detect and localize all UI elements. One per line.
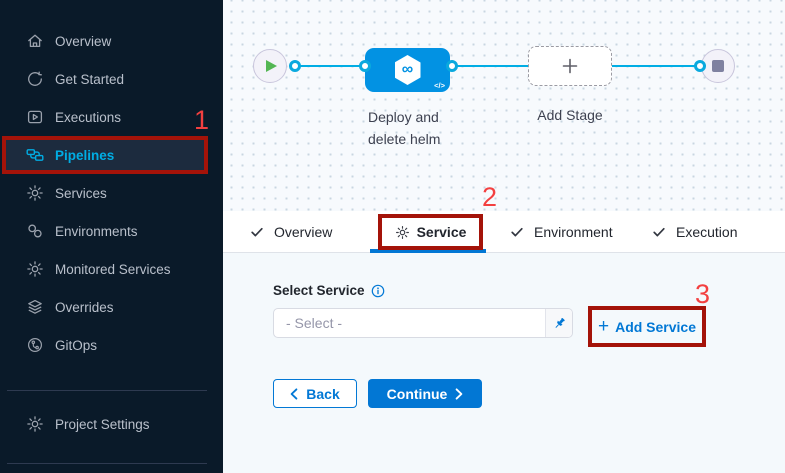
- monitored-services-icon: [27, 261, 43, 277]
- connector-line: [452, 64, 528, 68]
- sidebar-item-label: Monitored Services: [55, 261, 171, 277]
- play-icon: [266, 60, 277, 72]
- pipelines-icon: [26, 149, 44, 161]
- sidebar-divider: [7, 463, 207, 464]
- sidebar-item-label: Executions: [55, 109, 122, 125]
- tab-environment[interactable]: Environment: [510, 211, 613, 252]
- sidebar-item-pipelines[interactable]: Pipelines: [2, 136, 208, 174]
- get-started-icon: [28, 71, 42, 86]
- annotation-step-3: 3: [695, 279, 711, 309]
- sidebar-divider: [7, 390, 207, 391]
- sidebar-item-get-started[interactable]: Get Started: [0, 60, 223, 98]
- tab-label: Environment: [534, 223, 613, 240]
- continue-label: Continue: [386, 385, 448, 402]
- continue-button[interactable]: Continue: [368, 379, 482, 408]
- tab-overview[interactable]: Overview: [250, 211, 332, 252]
- check-icon: [653, 227, 665, 236]
- stage-node-deploy[interactable]: ∞ </>: [365, 48, 450, 92]
- connector-line: [612, 64, 700, 68]
- sidebar-item-overview[interactable]: Overview: [0, 22, 223, 60]
- back-button[interactable]: Back: [273, 379, 357, 408]
- gitops-icon: [27, 337, 43, 353]
- select-service-placeholder: - Select -: [286, 315, 343, 331]
- plus-icon: +: [597, 316, 610, 337]
- tab-label: Service: [416, 224, 467, 240]
- service-form-panel: Select Service - Select - + Add Service …: [223, 253, 785, 473]
- sidebar-item-monitored-services[interactable]: Monitored Services: [0, 250, 223, 288]
- sidebar-item-label: Pipelines: [55, 147, 115, 163]
- gear-icon: [27, 416, 43, 432]
- connector-dot: [694, 60, 706, 72]
- add-stage-label: Add Stage: [537, 107, 603, 123]
- stage-config-tabbar: Overview Service Environment Execution: [223, 211, 785, 253]
- add-service-label: Add Service: [615, 318, 697, 335]
- pipeline-canvas[interactable]: ∞ </> Deploy and delete helm Add Stage 2: [223, 0, 785, 211]
- helm-stage-icon: ∞: [394, 55, 421, 85]
- sidebar: Overview Get Started Executions Pipeline…: [0, 0, 223, 473]
- add-service-button[interactable]: + Add Service: [588, 306, 706, 347]
- pin-icon: [555, 317, 565, 328]
- sidebar-item-project-settings[interactable]: Project Settings: [0, 405, 223, 443]
- sidebar-item-label: Get Started: [55, 71, 125, 87]
- connector-line: [295, 64, 365, 68]
- sidebar-item-overrides[interactable]: Overrides: [0, 288, 223, 326]
- tab-service[interactable]: Service: [378, 214, 483, 250]
- infinity-glyph: ∞: [401, 61, 414, 78]
- select-service-label: Select Service: [273, 283, 365, 298]
- connector-dot: [359, 60, 371, 72]
- sidebar-item-label: Overrides: [55, 299, 114, 315]
- pipeline-start-node[interactable]: [253, 49, 287, 83]
- gear-icon: [395, 225, 409, 239]
- code-icon: </>: [434, 81, 445, 90]
- sidebar-nav: Overview Get Started Executions Pipeline…: [0, 22, 223, 364]
- tab-execution[interactable]: Execution: [652, 211, 737, 252]
- sidebar-item-environments[interactable]: Environments: [0, 212, 223, 250]
- pipeline-end-node[interactable]: [701, 49, 735, 83]
- sidebar-item-label: Services: [55, 185, 107, 201]
- sidebar-item-services[interactable]: Services: [0, 174, 223, 212]
- sidebar-item-label: Overview: [55, 33, 112, 49]
- tab-label: Overview: [274, 223, 333, 240]
- stage-name-line1: Deploy and: [368, 109, 439, 125]
- stage-name-label: Deploy and delete helm: [368, 106, 488, 150]
- stop-icon: [712, 60, 724, 72]
- layers-icon: [28, 299, 42, 314]
- annotation-step-2: 2: [482, 182, 498, 212]
- tab-label: Execution: [676, 223, 738, 240]
- select-service-dropdown[interactable]: - Select -: [273, 308, 573, 338]
- pin-toggle[interactable]: [545, 309, 572, 337]
- add-stage-button[interactable]: [528, 46, 612, 86]
- executions-icon: [27, 110, 43, 124]
- check-icon: [511, 227, 523, 236]
- select-service-label-row: Select Service: [273, 283, 385, 298]
- sidebar-item-executions[interactable]: Executions: [0, 98, 223, 136]
- sidebar-item-label: Environments: [55, 223, 138, 239]
- gear-icon: [27, 185, 43, 201]
- plus-icon: [562, 58, 578, 74]
- annotation-step-1: 1: [194, 105, 210, 135]
- info-icon[interactable]: [371, 284, 385, 298]
- environments-icon: [28, 224, 42, 238]
- active-tab-underline: [370, 249, 486, 253]
- home-icon: [28, 34, 42, 48]
- chevron-right-icon: [455, 387, 463, 400]
- back-label: Back: [306, 385, 340, 402]
- sidebar-item-gitops[interactable]: GitOps: [0, 326, 223, 364]
- sidebar-item-label: GitOps: [55, 337, 98, 353]
- check-icon: [251, 227, 263, 236]
- connector-dot: [289, 60, 301, 72]
- sidebar-item-label: Project Settings: [55, 416, 150, 432]
- chevron-left-icon: [290, 387, 298, 400]
- connector-dot: [446, 60, 458, 72]
- stage-name-line2: delete helm: [368, 131, 441, 147]
